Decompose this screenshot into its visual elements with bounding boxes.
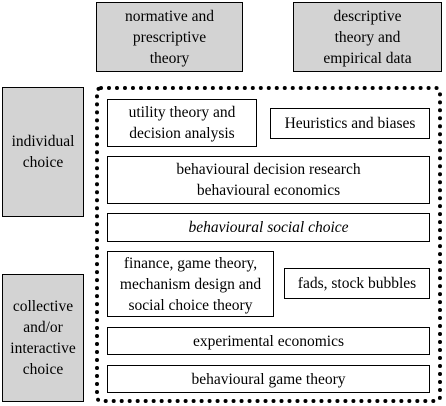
dotted-frame bbox=[95, 86, 442, 403]
box-utility-theory: utility theory and decision analysis bbox=[107, 99, 257, 147]
box-behavioural-game-theory: behavioural game theory bbox=[107, 365, 430, 393]
box-behavioural-social-choice: behavioural social choice bbox=[107, 213, 430, 242]
box-heuristics-and-biases: Heuristics and biases bbox=[270, 108, 430, 139]
box-experimental-economics: experimental economics bbox=[107, 327, 430, 355]
column-header-normative: normative and prescriptive theory bbox=[96, 2, 243, 72]
box-behavioural-decision-research: behavioural decision research behavioura… bbox=[107, 156, 430, 204]
box-finance-game-theory: finance, game theory, mechanism design a… bbox=[107, 251, 274, 317]
column-header-descriptive: descriptive theory and empirical data bbox=[293, 2, 442, 72]
row-header-collective: collective and/or interactive choice bbox=[2, 274, 84, 402]
row-header-individual: individual choice bbox=[2, 87, 84, 217]
box-fads-stock-bubbles: fads, stock bubbles bbox=[284, 268, 430, 299]
